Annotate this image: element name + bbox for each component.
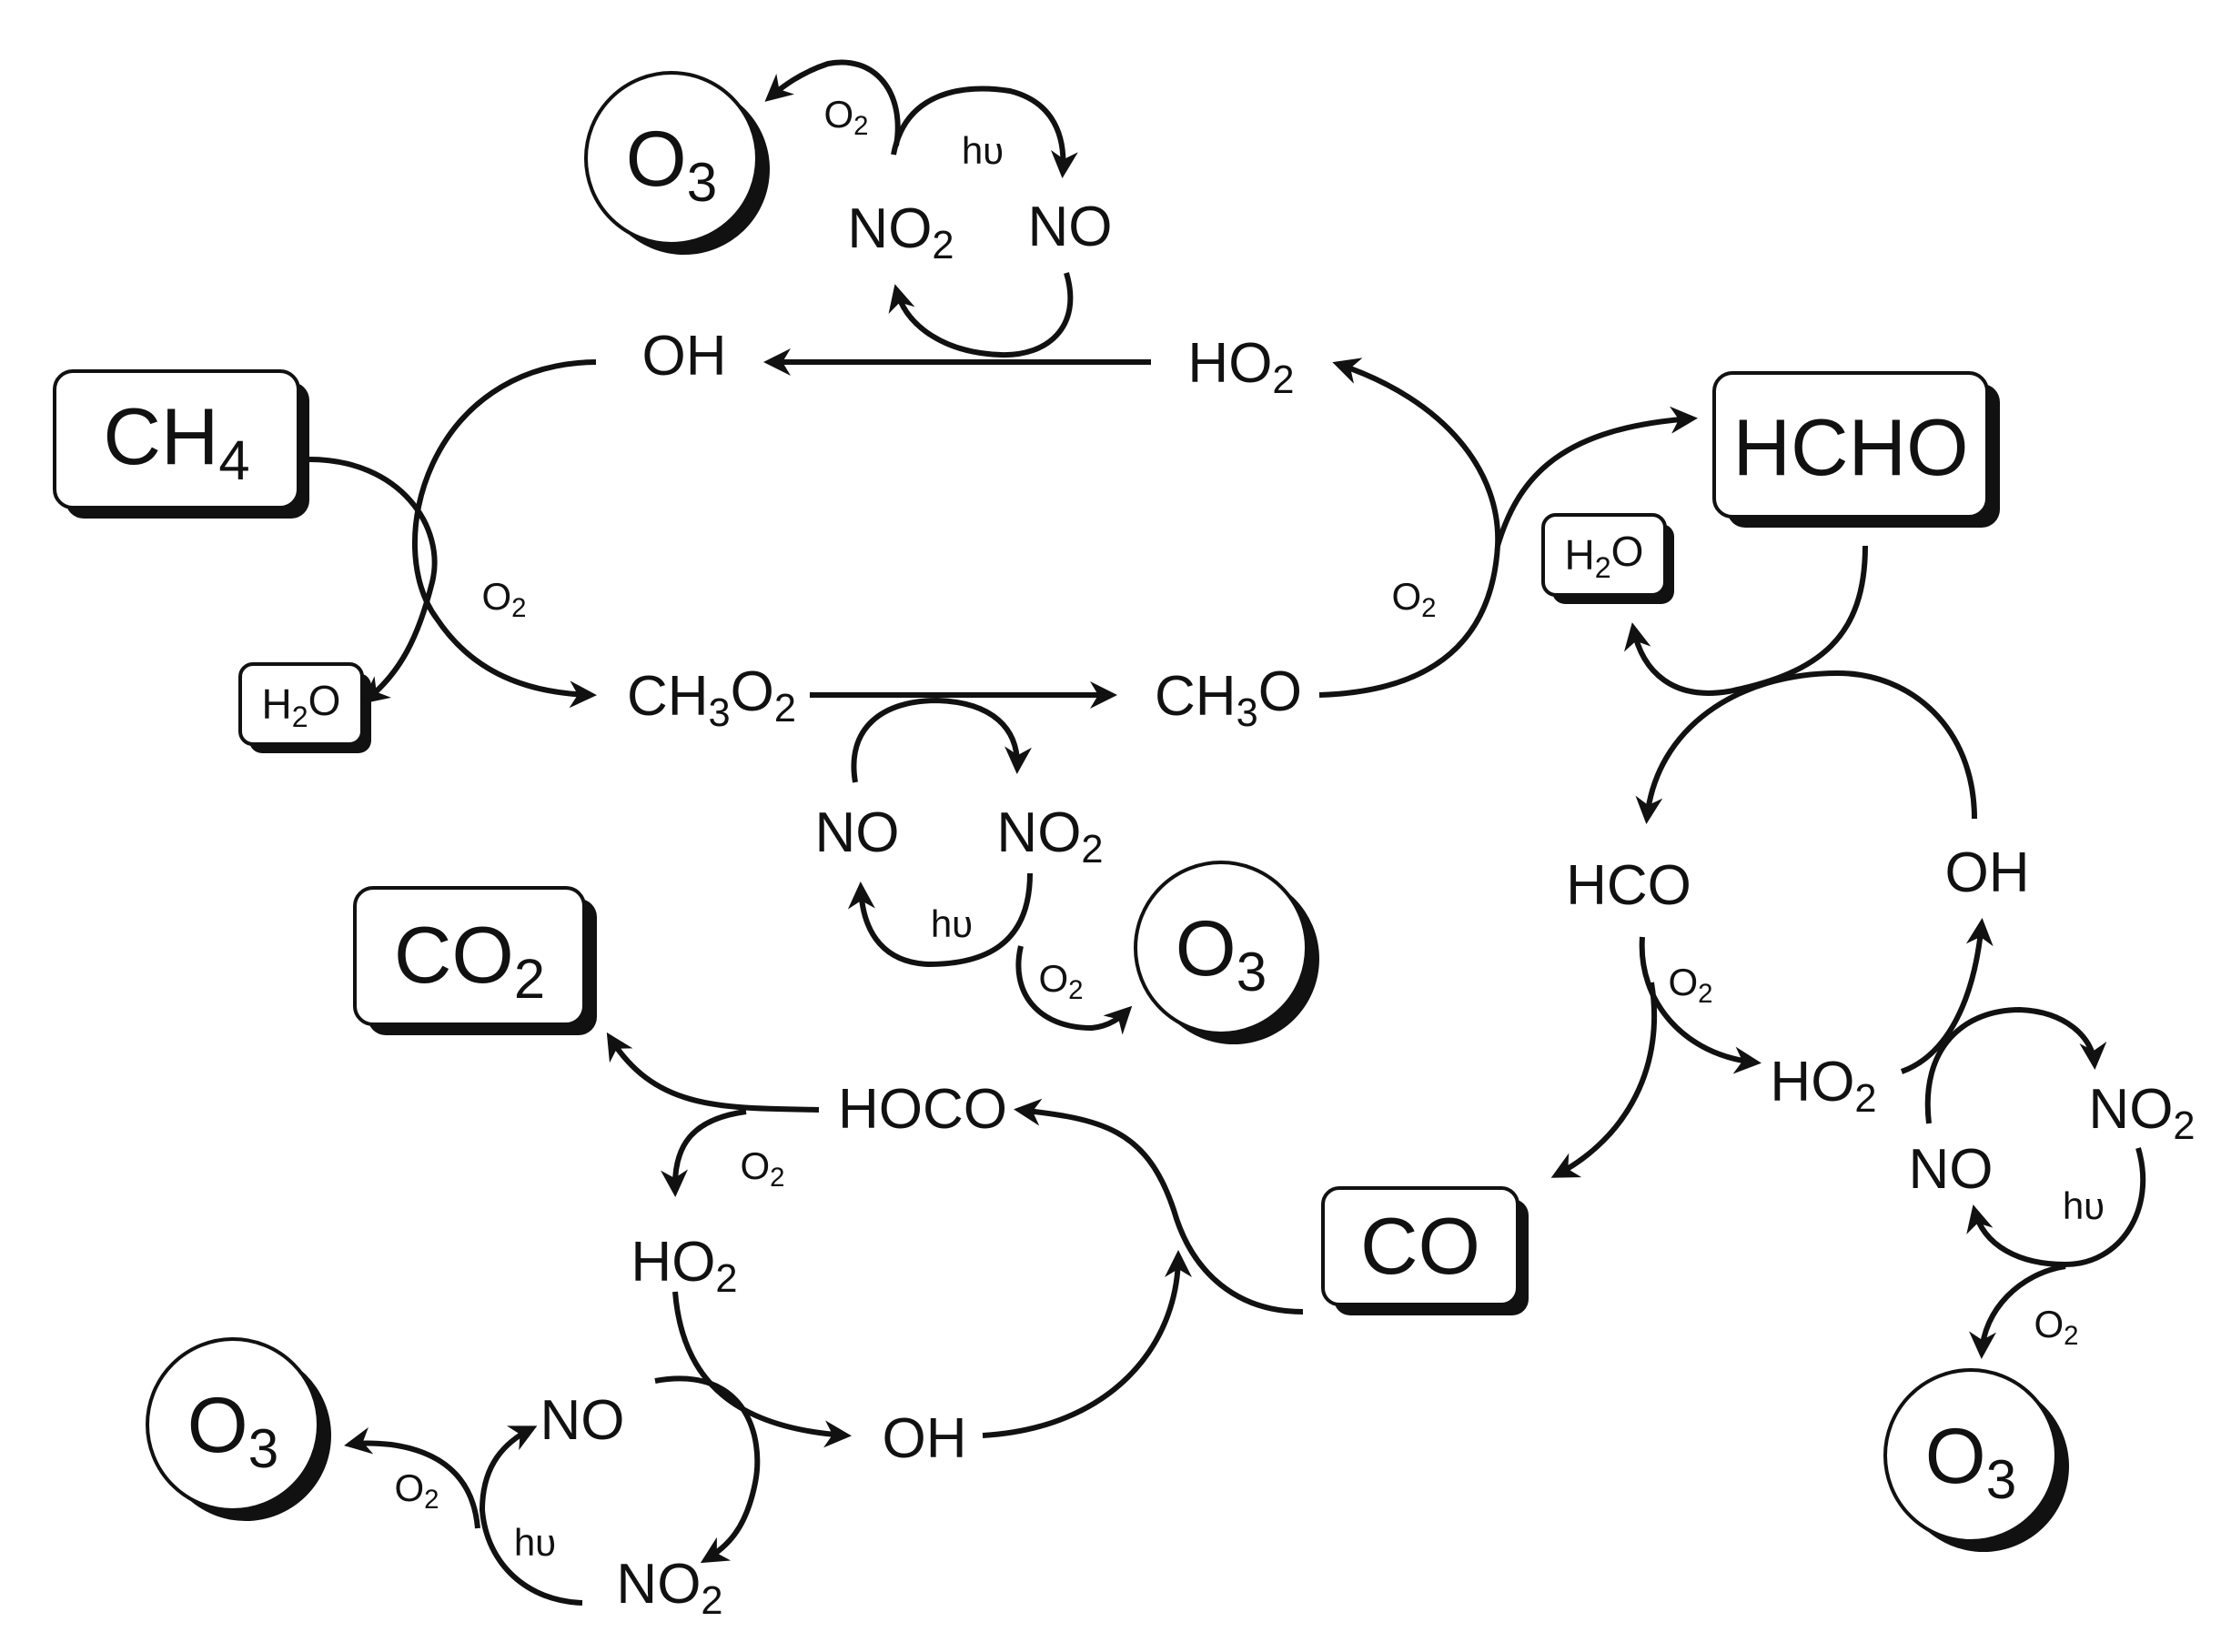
ch3o-label: CH3O bbox=[1155, 660, 1302, 735]
ch4-to-h2o-arrow bbox=[308, 457, 438, 704]
o3-circle-right bbox=[1883, 1368, 2069, 1552]
o2-to-o3-right-arrow bbox=[1969, 1264, 2066, 1359]
co-label: CO bbox=[1360, 1201, 1480, 1291]
o2-bottom-label: O2 bbox=[394, 1466, 439, 1515]
no-to-no2-mid-arrow bbox=[851, 697, 1033, 783]
ho2-bottom-label: HO2 bbox=[631, 1231, 737, 1301]
no2-mid-label: NO2 bbox=[996, 801, 1103, 871]
oh-bottom-label: OH bbox=[883, 1407, 967, 1470]
o3-top-label: O3 bbox=[626, 116, 717, 213]
ch3o2-label: CH3O2 bbox=[627, 660, 796, 735]
oh-to-ch3o2-arrow bbox=[411, 359, 597, 709]
hv-mid-label: hυ bbox=[931, 902, 973, 945]
ch4-box bbox=[53, 369, 309, 519]
no-bottom-label: NO bbox=[540, 1389, 625, 1452]
hcho-to-h2o-arrow bbox=[1624, 545, 1868, 696]
co2-label: CO2 bbox=[394, 910, 545, 1011]
oh-right-label: OH bbox=[1945, 841, 2030, 904]
hcho-label: HCHO bbox=[1732, 402, 1968, 492]
no2-right-label: NO2 bbox=[2088, 1078, 2195, 1148]
no2-to-no-mid-arrow bbox=[847, 872, 1033, 968]
o2-hco-label: O2 bbox=[1668, 961, 1712, 1009]
hv-top-label: hυ bbox=[962, 129, 1004, 172]
ho2-to-oh-right-arrow bbox=[1900, 918, 1994, 1074]
hoco-to-ho2-bottom-arrow bbox=[661, 1109, 747, 1197]
co2-box bbox=[353, 886, 597, 1035]
o2-hoco-label: O2 bbox=[740, 1144, 784, 1193]
co-to-hoco-arrow bbox=[1014, 1098, 1304, 1315]
hcho-box bbox=[1712, 371, 2000, 528]
o3-mid-label: O3 bbox=[1176, 905, 1267, 1002]
no-to-no2-right-arrow bbox=[1924, 1006, 2107, 1124]
hoco-label: HOCO bbox=[838, 1078, 1007, 1141]
o3-circle-top bbox=[584, 71, 770, 255]
ch3o-to-ho2-arrow bbox=[1318, 358, 1501, 698]
hv-right-label: hυ bbox=[2063, 1184, 2105, 1227]
h2o-box-right bbox=[1541, 513, 1674, 604]
o2-ch4-label: O2 bbox=[481, 575, 526, 623]
oh-to-hco-arrow bbox=[1635, 670, 1977, 824]
ho2-to-oh-bottom-arrow bbox=[672, 1291, 852, 1448]
h2o-right-label: H2O bbox=[1565, 528, 1644, 584]
hco-label: HCO bbox=[1566, 854, 1691, 917]
o2-mid-label: O2 bbox=[1038, 957, 1083, 1005]
o2-ch3o-label: O2 bbox=[1391, 575, 1436, 623]
hv-bottom-label: hυ bbox=[514, 1521, 556, 1564]
ch4-label: CH4 bbox=[103, 391, 249, 492]
ho2-top-label: HO2 bbox=[1187, 332, 1294, 402]
o3-circle-mid bbox=[1134, 861, 1319, 1044]
o2-top-label: O2 bbox=[823, 93, 868, 141]
o3-circle-bottom bbox=[146, 1337, 331, 1521]
no-to-no2-bottom-arrow bbox=[654, 1375, 761, 1564]
oh-to-hoco-arrow bbox=[982, 1250, 1192, 1438]
no-right-label: NO bbox=[1909, 1138, 1994, 1201]
no2-to-no-bottom-arrow bbox=[479, 1425, 583, 1606]
h2o-box-left bbox=[238, 662, 371, 753]
o2-right-label: O2 bbox=[2034, 1303, 2078, 1351]
h2o-left-label: H2O bbox=[262, 677, 341, 733]
no2-to-no-top-arrow bbox=[891, 86, 1078, 178]
o2-to-o3-mid-arrow bbox=[1015, 945, 1133, 1035]
no2-to-no-right-arrow bbox=[1966, 1147, 2146, 1268]
hoco-to-co2-arrow bbox=[606, 1032, 820, 1113]
o2-to-o3-top-arrow bbox=[764, 59, 901, 146]
ho2-right-label: HO2 bbox=[1770, 1051, 1876, 1121]
no-to-no2-top-arrow bbox=[888, 272, 1074, 358]
co-box bbox=[1321, 1186, 1529, 1315]
hco-to-ho2-arrow bbox=[1639, 936, 1762, 1074]
oh-top-label: OH bbox=[642, 325, 727, 388]
no-mid-label: NO bbox=[815, 801, 900, 864]
o2-to-o3-bottom-arrow bbox=[344, 1426, 480, 1529]
no2-top-label: NO2 bbox=[847, 197, 954, 267]
no-top-label: NO bbox=[1028, 196, 1113, 258]
o3-right-label: O3 bbox=[1925, 1413, 2016, 1510]
hco-to-co-arrow bbox=[1550, 982, 1658, 1178]
o3-bottom-label: O3 bbox=[187, 1382, 278, 1479]
no2-bottom-label: NO2 bbox=[616, 1553, 722, 1623]
ch3o-to-hcho-arrow bbox=[1495, 406, 1698, 547]
